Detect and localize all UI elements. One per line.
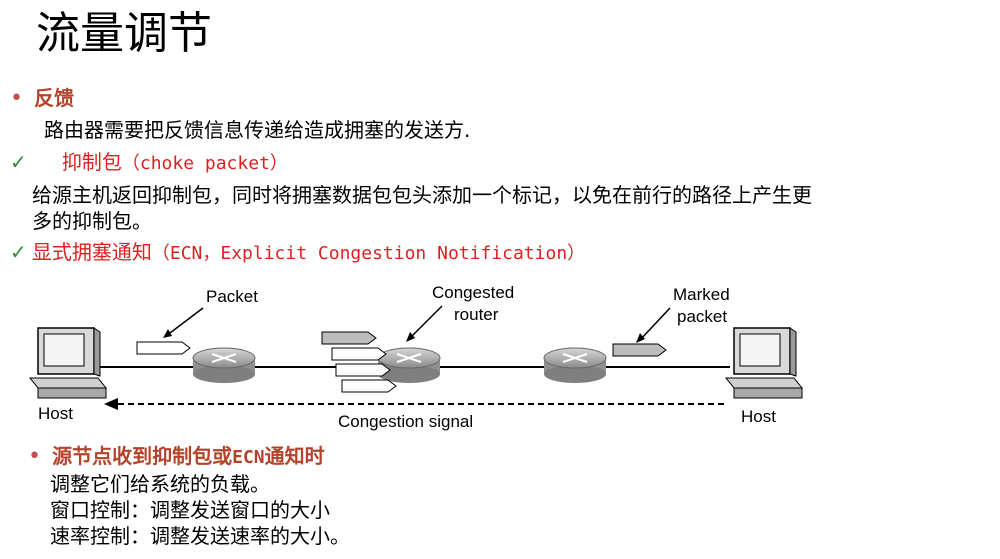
queued-packet — [335, 363, 391, 377]
source-line-1: 调整它们给系统的负载。 — [50, 472, 270, 496]
marked-packet-label-line1: Marked — [673, 285, 730, 304]
source-line-3: 速率控制：调整发送速率的大小。 — [50, 524, 350, 548]
ecn-row: ✓ 显式拥塞通知（ECN，Explicit Congestion Notific… — [10, 238, 585, 266]
host-computer-icon-right — [724, 327, 804, 399]
marked-packet-shape — [612, 343, 667, 357]
checkmark-icon: ✓ — [10, 240, 27, 264]
bullet-marker: • — [28, 444, 41, 469]
choke-heading: 抑制包 — [61, 150, 122, 174]
router-icon — [543, 347, 607, 383]
congested-router-label-line2: router — [454, 305, 499, 324]
ecn-heading-en: （ECN，Explicit Congestion Notification） — [151, 243, 586, 264]
arrowhead-icon — [163, 329, 172, 338]
feedback-description: 路由器需要把反馈信息传递给造成拥塞的发送方. — [44, 118, 471, 142]
packet-shape — [136, 341, 191, 355]
feedback-heading: 反馈 — [34, 86, 75, 110]
congestion-signal-label: Congestion signal — [338, 412, 473, 431]
arrowhead-icon — [104, 398, 118, 410]
page-title: 流量调节 — [36, 8, 212, 59]
router-icon — [192, 347, 256, 383]
source-heading: 源节点收到抑制包或 — [52, 444, 233, 468]
host-computer-icon-left — [28, 327, 108, 399]
congested-router-icon — [377, 347, 441, 383]
arrowhead-icon — [406, 332, 415, 342]
queued-packet — [341, 379, 397, 393]
packet-label: Packet — [206, 287, 258, 306]
ecn-network-diagram: Packet Congested router Marked packet Ho… — [28, 283, 804, 431]
host-right-label: Host — [741, 407, 776, 426]
choke-row: ✓ 抑制包（choke packet） — [10, 148, 288, 176]
packet-pointer-arrow — [165, 307, 204, 337]
choke-heading-en: （choke packet） — [121, 153, 288, 174]
queued-packet — [331, 347, 387, 361]
choke-description-line2: 多的抑制包。 — [32, 209, 152, 233]
marked-packet-label-line2: packet — [677, 307, 727, 326]
source-heading-tail: 通知时 — [264, 444, 325, 468]
checkmark-icon: ✓ — [10, 150, 27, 174]
source-heading-ecn: ECN — [232, 447, 265, 468]
feedback-bullet-row: • 反馈 — [10, 84, 74, 112]
arrowhead-icon — [636, 333, 645, 343]
bullet-marker: • — [10, 86, 23, 111]
queued-packet — [321, 331, 377, 345]
source-line-2: 窗口控制：调整发送窗口的大小 — [50, 498, 330, 522]
congested-router-label-line1: Congested — [432, 283, 514, 302]
router-pointer-arrow — [409, 305, 443, 339]
ecn-heading: 显式拥塞通知 — [31, 240, 152, 264]
choke-description-line1: 给源主机返回抑制包，同时将拥塞数据包包头添加一个标记，以免在前行的路径上产生更 — [32, 183, 812, 207]
marked-pointer-arrow — [639, 307, 671, 341]
host-left-label: Host — [38, 404, 73, 423]
source-bullet-row: • 源节点收到抑制包或ECN通知时 — [28, 442, 325, 470]
